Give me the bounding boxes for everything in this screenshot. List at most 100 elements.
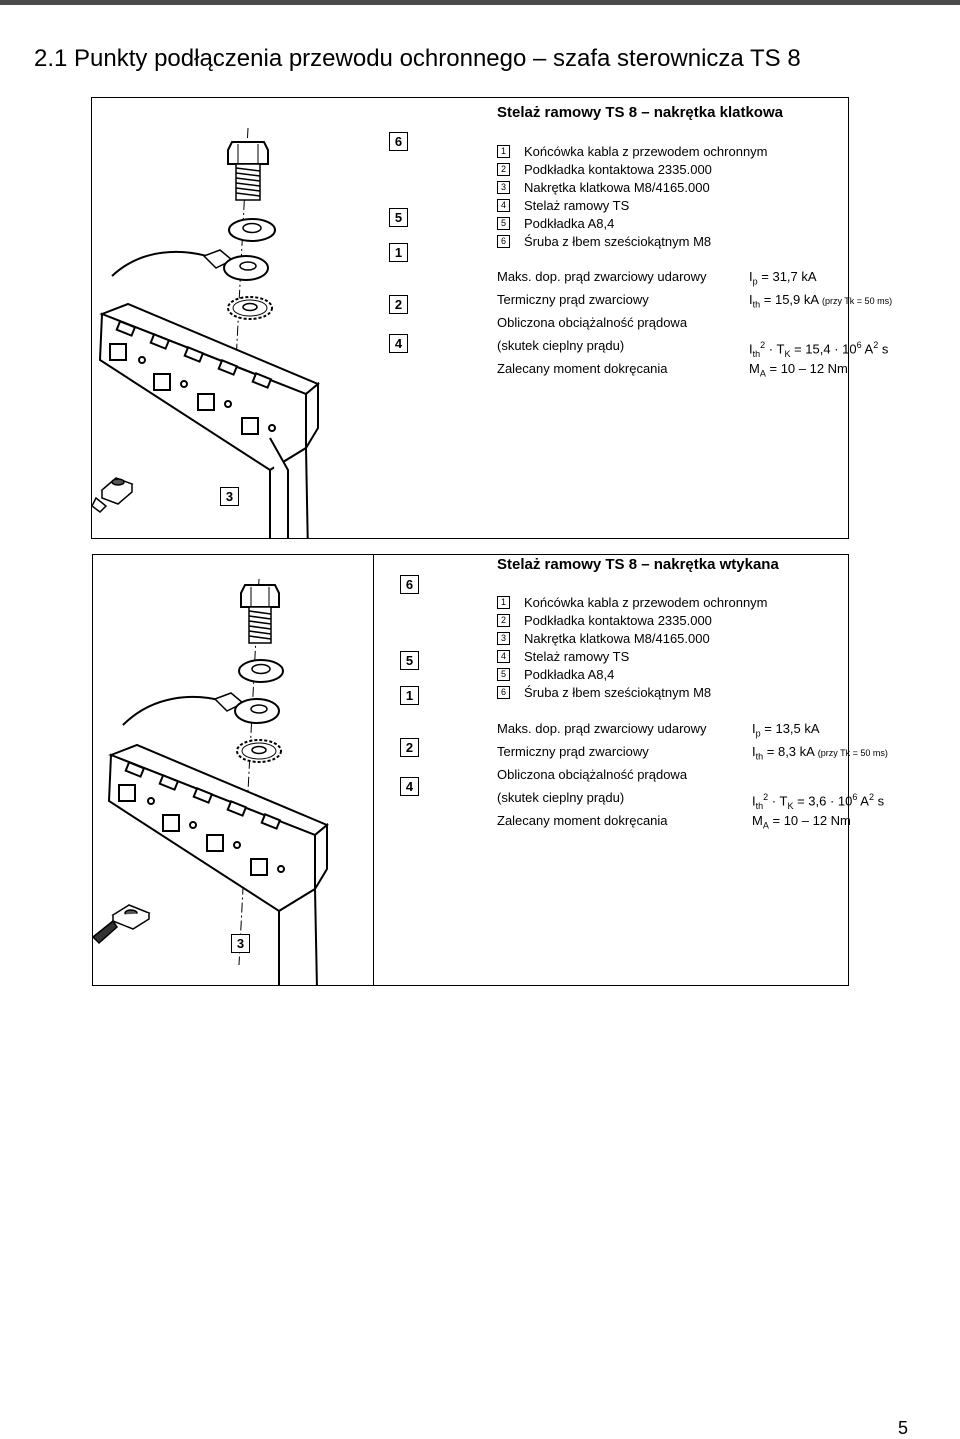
legend-item: 2 Podkładka kontaktowa 2335.000 [497, 612, 768, 630]
bolt-drawing [240, 584, 280, 644]
bolt-drawing [227, 141, 269, 201]
legend-text: Końcówka kabla z przewodem ochronnym [524, 144, 768, 159]
spec-thermal-current: Termiczny prąd zwarciowy Ith = 15,9 kA (… [497, 288, 917, 311]
cage-nut-drawing [92, 477, 134, 513]
legend-text: Stelaż ramowy TS [524, 198, 630, 213]
spec-value: Ip = 31,7 kA [749, 269, 817, 287]
legend-text: Śruba z łbem sześciokątnym M8 [524, 685, 712, 700]
legend-number: 5 [497, 217, 510, 231]
contact-washer-drawing [236, 739, 282, 763]
legend-item: 5 Podkładka A8,4 [497, 215, 768, 233]
spec-label: Zalecany moment dokręcania [497, 813, 668, 828]
spec-load: (skutek cieplny prądu) Ith2 · TK = 15,4 … [497, 334, 917, 359]
callout-5: 5 [389, 208, 408, 227]
spec-label: (skutek cieplny prądu) [497, 338, 625, 353]
legend-number: 2 [497, 163, 510, 177]
spec-torque: Zalecany moment dokręcania MA = 10 – 12 … [497, 357, 917, 380]
spec-value: Ith2 · TK = 15,4 · 106 A2 s [749, 340, 889, 359]
legend-item: 3 Nakrętka klatkowa M8/4165.000 [497, 179, 768, 197]
legend-text: Podkładka kontaktowa 2335.000 [524, 162, 712, 177]
legend-number: 6 [497, 686, 510, 700]
spec-value: MA = 10 – 12 Nm [749, 361, 848, 379]
callout-3: 3 [220, 487, 239, 506]
figure-1-frame: 6 5 1 2 4 3 [91, 97, 849, 539]
section-2-title: Stelaż ramowy TS 8 – nakrętka wtykana [497, 556, 779, 573]
legend-item: 1 Końcówka kabla z przewodem ochronnym [497, 594, 768, 612]
page-title: 2.1 Punkty podłączenia przewodu ochronne… [34, 45, 801, 72]
legend-text: Podkładka A8,4 [524, 667, 615, 682]
spec-load: (skutek cieplny prądu) Ith2 · TK = 3,6 ·… [497, 786, 917, 811]
figure-2-frame-main [373, 554, 849, 986]
spec-label: Zalecany moment dokręcania [497, 361, 668, 376]
legend-text: Stelaż ramowy TS [524, 649, 630, 664]
spec-peak-current: Maks. dop. prąd zwarciowy udarowy Ip = 1… [497, 717, 917, 740]
callout-3: 3 [231, 934, 250, 953]
washer-drawing [238, 659, 284, 683]
legend-item: 4 Stelaż ramowy TS [497, 197, 768, 215]
legend-item: 6 Śruba z łbem sześciokątnym M8 [497, 233, 768, 251]
figure-2-area [373, 554, 847, 984]
spec-label: Obliczona obciążalność prądowa [497, 315, 688, 330]
legend-number: 1 [497, 596, 510, 610]
legend-item: 2 Podkładka kontaktowa 2335.000 [497, 161, 768, 179]
spec-load-label: Obliczona obciążalność prądowa [497, 763, 917, 786]
figure-2-frame-outer: 6 5 1 2 4 3 [91, 554, 849, 1005]
spec-label: Maks. dop. prąd zwarciowy udarowy [497, 721, 707, 736]
legend-item: 4 Stelaż ramowy TS [497, 648, 768, 666]
spec-value: MA = 10 – 12 Nm [752, 813, 851, 831]
insert-nut-drawing [91, 904, 151, 945]
figure-1-drawing [92, 127, 324, 538]
legend-number: 6 [497, 235, 510, 249]
spec-value: Ith = 15,9 kA (przy Tk = 50 ms) [749, 292, 893, 310]
spec-value: Ip = 13,5 kA [752, 721, 820, 739]
section-1-specs: Maks. dop. prąd zwarciowy udarowy Ip = 3… [497, 265, 917, 380]
legend-text: Nakrętka klatkowa M8/4165.000 [524, 180, 710, 195]
page-number: 5 [898, 1418, 909, 1438]
section-2-specs: Maks. dop. prąd zwarciowy udarowy Ip = 1… [497, 717, 917, 832]
cable-lug-drawing [122, 692, 280, 726]
spec-label: Maks. dop. prąd zwarciowy udarowy [497, 269, 707, 284]
spec-label: Termiczny prąd zwarciowy [497, 744, 649, 759]
callout-4: 4 [389, 334, 408, 353]
figure-2-drawing [91, 578, 329, 1005]
spec-torque: Zalecany moment dokręcania MA = 10 – 12 … [497, 809, 917, 832]
washer-drawing [228, 218, 276, 242]
spec-thermal-current: Termiczny prąd zwarciowy Ith = 8,3 kA (p… [497, 740, 917, 763]
legend-text: Podkładka kontaktowa 2335.000 [524, 613, 712, 628]
spec-label: (skutek cieplny prądu) [497, 790, 625, 805]
cable-lug-drawing [111, 249, 269, 281]
legend-number: 2 [497, 614, 510, 628]
legend-text: Śruba z łbem sześciokątnym M8 [524, 234, 712, 249]
callout-5: 5 [400, 651, 419, 670]
legend-text: Końcówka kabla z przewodem ochronnym [524, 595, 768, 610]
legend-number: 1 [497, 145, 510, 159]
spec-peak-current: Maks. dop. prąd zwarciowy udarowy Ip = 3… [497, 265, 917, 288]
legend-item: 6 Śruba z łbem sześciokątnym M8 [497, 684, 768, 702]
legend-number: 4 [497, 199, 510, 213]
frame-profile-drawing [107, 743, 329, 1005]
callout-2: 2 [389, 295, 408, 314]
legend-number: 3 [497, 181, 510, 195]
frame-profile-drawing [98, 302, 324, 538]
callout-6: 6 [389, 132, 408, 151]
callout-6: 6 [400, 575, 419, 594]
legend-text: Podkładka A8,4 [524, 216, 615, 231]
callout-1: 1 [400, 686, 419, 705]
spec-value: Ith2 · TK = 3,6 · 106 A2 s [752, 792, 885, 811]
callout-2: 2 [400, 738, 419, 757]
spec-label: Termiczny prąd zwarciowy [497, 292, 649, 307]
spec-value: Ith = 8,3 kA (przy Tk = 50 ms) [752, 744, 888, 762]
callout-4: 4 [400, 777, 419, 796]
spec-label: Obliczona obciążalność prądowa [497, 767, 688, 782]
spec-load-label: Obliczona obciążalność prądowa [497, 311, 917, 334]
callout-1: 1 [389, 243, 408, 262]
legend-number: 3 [497, 632, 510, 646]
section-1-title: Stelaż ramowy TS 8 – nakrętka klatkowa [497, 104, 783, 121]
legend-item: 1 Końcówka kabla z przewodem ochronnym [497, 143, 768, 161]
legend-number: 4 [497, 650, 510, 664]
legend-number: 5 [497, 668, 510, 682]
legend-item: 5 Podkładka A8,4 [497, 666, 768, 684]
